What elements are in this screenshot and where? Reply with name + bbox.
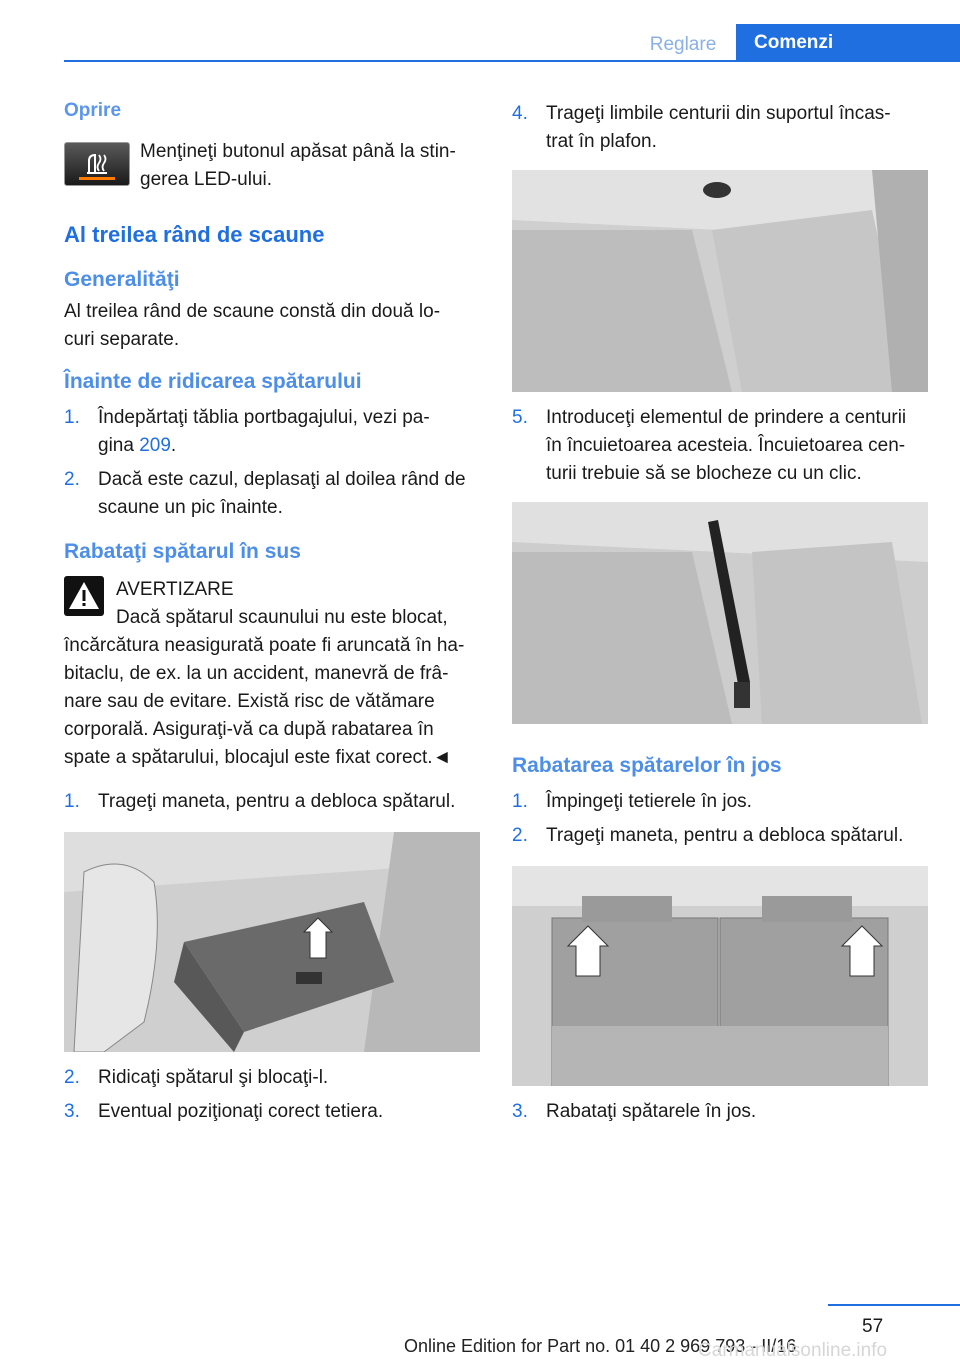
warning-line: spate a spătarului, blocajul este fixat … xyxy=(64,747,452,768)
list-text-line1: Îndepărtaţi tăblia portbagajului, vezi p… xyxy=(98,407,430,428)
list-item: 2. Ridicaţi spătarul şi blocaţi-l. xyxy=(64,1064,482,1092)
list-number: 3. xyxy=(64,1101,80,1122)
list-number: 1. xyxy=(64,407,80,428)
list-text-line2: scaune un pic înainte. xyxy=(98,497,283,518)
general-text-line1: Al treilea rând de scaune constă din dou… xyxy=(64,301,441,322)
list-text: Trageţi maneta, pentru a debloca spătaru… xyxy=(546,825,904,846)
list-number: 3. xyxy=(512,1101,528,1122)
list-text-line2: în încuietoarea acesteia. Încuietoarea c… xyxy=(546,435,906,456)
list-number: 1. xyxy=(512,791,528,812)
list-text-line3: turii trebuie să se blocheze cu un clic. xyxy=(546,463,862,484)
list-item: 4. Trageţi limbile centurii din suportul… xyxy=(512,100,928,156)
footer-rule xyxy=(828,1304,960,1306)
list-item: 2. Trageţi maneta, pentru a debloca spăt… xyxy=(512,822,928,850)
photo-belt-buckle xyxy=(512,502,928,724)
heading-general: Generalităţi xyxy=(64,268,180,291)
oprire-text-line1: Menţineţi butonul apăsat până la stin‐ xyxy=(140,141,456,162)
list-text-line2: gina 209. xyxy=(98,435,177,456)
list-text-line1: Trageţi limbile centurii din suportul în… xyxy=(546,103,891,124)
warning-line: nare sau de evitare. Există risc de vătă… xyxy=(64,691,435,712)
page-link-209[interactable]: 209 xyxy=(139,435,171,456)
page-number: 57 xyxy=(862,1316,884,1337)
warning-title: AVERTIZARE xyxy=(116,579,234,600)
list-number: 4. xyxy=(512,103,528,124)
photo-seat-lever xyxy=(64,832,480,1052)
list-item: 5. Introduceţi elementul de prindere a c… xyxy=(512,404,928,488)
warning-triangle-icon xyxy=(64,576,104,616)
heading-raise-backrest: Rabataţi spătarul în sus xyxy=(64,540,301,563)
left-column: Oprire Menţineţi butonul apăsat până la … xyxy=(64,100,482,1126)
heading-before-raising: Înainte de ridicarea spătarului xyxy=(64,370,362,393)
list-text: Rabataţi spătarele în jos. xyxy=(546,1101,757,1122)
list-text-line1: Introduceţi elementul de prindere a cent… xyxy=(546,407,907,428)
right-column: 4. Trageţi limbile centurii din suportul… xyxy=(512,100,928,1126)
list-number: 2. xyxy=(64,1067,80,1088)
list-text-line1: Dacă este cazul, deplasaţi al doilea rân… xyxy=(98,469,466,490)
list-item: 1. Împingeţi tetierele în jos. xyxy=(512,788,928,816)
page-header: Reglare Comenzi xyxy=(0,0,960,62)
tab-comenzi[interactable]: Comenzi xyxy=(736,24,960,62)
list-number: 2. xyxy=(512,825,528,846)
oprire-text-line2: gerea LED-ului. xyxy=(140,169,273,190)
list-text: Împingeţi tetierele în jos. xyxy=(546,791,752,812)
tab-reglare[interactable]: Reglare xyxy=(649,34,717,55)
general-text-line2: curi separate. xyxy=(64,329,180,350)
warning-line: bitaclu, de ex. la un accident, manevră … xyxy=(64,663,449,684)
section-title-third-row: Al treilea rând de scaune xyxy=(64,222,325,247)
header-rule xyxy=(64,60,960,62)
heading-fold-backrests: Rabatarea spătarelor în jos xyxy=(512,754,782,777)
list-text: Trageţi maneta, pentru a debloca spătaru… xyxy=(98,791,456,812)
list-text-line2: trat în plafon. xyxy=(546,131,657,152)
list-number: 1. xyxy=(64,791,80,812)
warning-line: Dacă spătarul scaunului nu este blocat, xyxy=(116,607,448,628)
watermark: Carmanualsonline.info xyxy=(698,1340,888,1361)
oprire-label: Oprire xyxy=(64,100,122,121)
edition-text: Online Edition for Part no. 01 40 2 969 … xyxy=(404,1336,797,1356)
warning-line: încărcătura neasigurată poate fi aruncat… xyxy=(64,635,465,656)
list-item: 3. Eventual poziţionaţi corect tetiera. xyxy=(64,1098,482,1126)
seat-heating-button-icon xyxy=(64,142,130,186)
list-item: 3. Rabataţi spătarele în jos. xyxy=(512,1098,928,1126)
list-item: 1. Îndepărtaţi tăblia portbagajului, vez… xyxy=(64,404,482,460)
list-text: Ridicaţi spătarul şi blocaţi-l. xyxy=(98,1067,329,1088)
photo-belt-tongues xyxy=(512,170,928,392)
list-number: 2. xyxy=(64,469,80,490)
list-item: 2. Dacă este cazul, deplasaţi al doilea … xyxy=(64,466,482,522)
list-text: Eventual poziţionaţi corect tetiera. xyxy=(98,1101,384,1122)
list-item: 1. Trageţi maneta, pentru a debloca spăt… xyxy=(64,788,482,816)
photo-fold-seats xyxy=(512,866,928,1086)
warning-line: corporală. Asiguraţi-vă ca după rabatare… xyxy=(64,719,434,740)
list-number: 5. xyxy=(512,407,528,428)
